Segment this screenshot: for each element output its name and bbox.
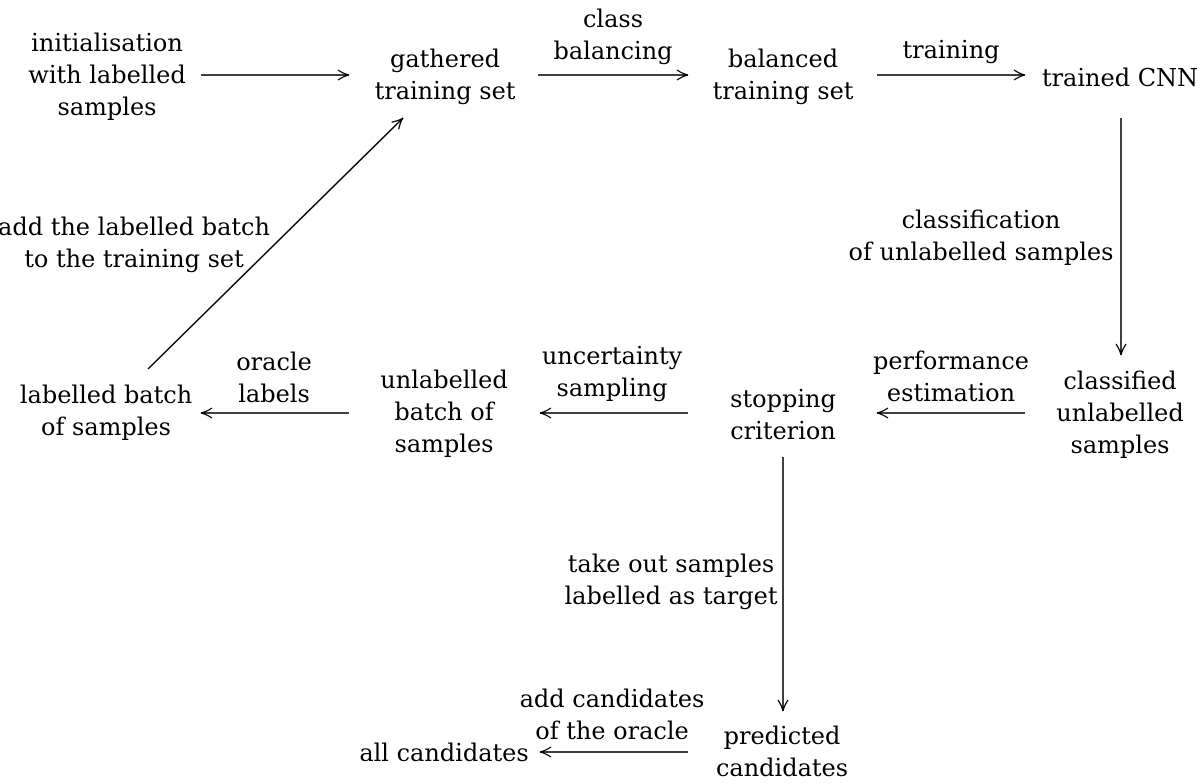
edge-label-class-balancing: class balancing: [553, 3, 672, 67]
node-line: classified: [1063, 367, 1177, 395]
edge-label-line: add candidates: [519, 685, 705, 713]
edge-label-classification: classification of unlabelled samples: [849, 204, 1114, 268]
edge-label-line: sampling: [556, 374, 668, 402]
node-line: all candidates: [359, 739, 529, 767]
node-line: training set: [712, 77, 854, 105]
node-trained-cnn: trained CNN: [1042, 62, 1198, 94]
edge-label-line: oracle: [236, 348, 312, 376]
node-line: initialisation: [31, 29, 183, 57]
node-line: batch of: [394, 398, 494, 426]
node-line: predicted: [723, 722, 841, 750]
node-classified-unlabelled-samples: classified unlabelled samples: [1056, 365, 1183, 461]
edge-label-line: classification: [901, 206, 1061, 234]
edge-label-add-candidates: add candidates of the oracle: [520, 683, 705, 747]
node-stopping-criterion: stopping criterion: [730, 383, 836, 447]
node-line: of samples: [41, 413, 171, 441]
node-line: unlabelled: [380, 366, 508, 394]
edge-label-line: of unlabelled samples: [848, 238, 1114, 266]
edge-label-line: of the oracle: [535, 717, 689, 745]
edge-label-add-labelled-batch: add the labelled batch to the training s…: [0, 211, 270, 275]
node-line: samples: [1070, 431, 1170, 459]
edge-label-line: add the labelled batch: [0, 213, 270, 241]
edge-label-line: labelled as target: [564, 582, 778, 610]
edge-label-take-out-samples: take out samples labelled as target: [565, 548, 778, 612]
edge-label-oracle-labels: oracle labels: [236, 346, 312, 410]
edge-label-training: training: [902, 34, 999, 66]
edge-label-performance-estimation: performance estimation: [873, 345, 1029, 409]
edge-label-line: uncertainty: [541, 342, 683, 370]
node-line: candidates: [715, 754, 849, 782]
edge-label-line: training: [902, 36, 1000, 64]
edge-label-line: balancing: [553, 37, 673, 65]
edge-label-line: to the training set: [24, 245, 244, 273]
edge-label-line: take out samples: [567, 550, 775, 578]
edge-label-line: estimation: [886, 379, 1016, 407]
node-line: samples: [57, 93, 157, 121]
node-line: stopping: [730, 385, 836, 413]
node-gathered-training-set: gathered training set: [375, 43, 516, 107]
node-line: labelled batch: [19, 381, 193, 409]
node-line: with labelled: [28, 61, 186, 89]
node-all-candidates: all candidates: [359, 737, 528, 769]
node-line: unlabelled: [1056, 399, 1184, 427]
edge-label-line: class: [582, 5, 644, 33]
node-line: gathered: [389, 45, 501, 73]
arrow-labelled-batch-to-gathered: [147, 117, 404, 370]
node-balanced-training-set: balanced training set: [713, 43, 854, 107]
edge-label-line: performance: [872, 347, 1030, 375]
node-line: samples: [394, 430, 494, 458]
node-line: trained CNN: [1041, 64, 1199, 92]
node-labelled-batch: labelled batch of samples: [20, 379, 192, 443]
node-unlabelled-batch: unlabelled batch of samples: [380, 364, 507, 460]
node-predicted-candidates: predicted candidates: [716, 720, 848, 784]
node-line: criterion: [730, 417, 836, 445]
edge-label-uncertainty-sampling: uncertainty sampling: [542, 340, 682, 404]
node-initialisation: initialisation with labelled samples: [28, 27, 185, 123]
node-line: balanced: [727, 45, 839, 73]
edge-label-line: labels: [238, 380, 310, 408]
node-line: training set: [374, 77, 516, 105]
